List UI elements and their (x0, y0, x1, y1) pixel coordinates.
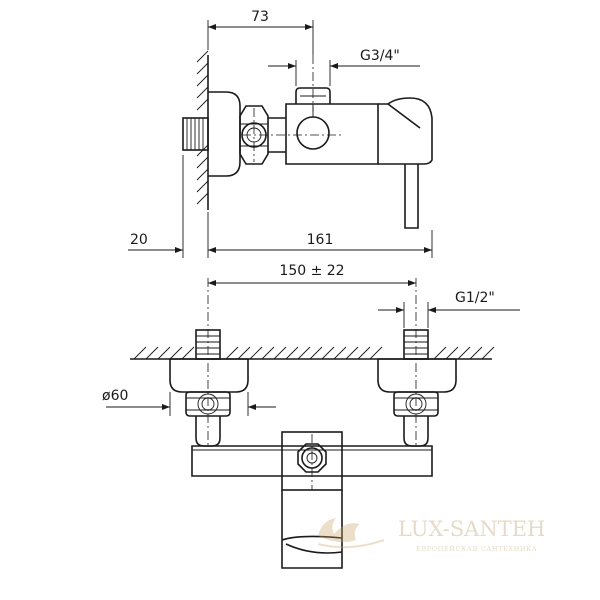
dim-g12: G1/2" (378, 290, 520, 328)
dim-150: 150 ± 22 (208, 263, 416, 286)
watermark-tagline: ЕВРОПЕЙСКАЯ САНТЕХНИКА (416, 544, 537, 553)
dim-g34-label: G3/4" (360, 48, 400, 64)
dim-20-label: 20 (130, 232, 148, 248)
side-view-wall-pipe (182, 117, 209, 151)
front-view-wall (130, 346, 495, 360)
front-view-lever (281, 490, 343, 569)
front-view-right-supply (377, 329, 457, 447)
dim-150-label: 150 ± 22 (279, 263, 344, 279)
dim-d60-label: ø60 (102, 388, 128, 404)
dim-g12-label: G1/2" (455, 290, 495, 306)
watermark-swirl-icon (318, 518, 360, 543)
watermark-brand: LUX-SANTEH (398, 517, 545, 541)
dim-73-label: 73 (251, 9, 269, 25)
dim-161-label: 161 (307, 232, 334, 248)
side-view: 73 G3/4" 20 161 (128, 9, 433, 258)
dim-g34: G3/4" (268, 48, 420, 86)
side-view-lever (378, 97, 433, 229)
side-view-body (285, 103, 379, 165)
dim-d60: ø60 (102, 388, 276, 416)
side-view-elbow (268, 117, 286, 153)
front-view-body (191, 445, 433, 477)
dim-161: 161 (207, 212, 433, 258)
watermark-logo: LUX-SANTEH ЕВРОПЕЙСКАЯ САНТЕХНИКА (317, 517, 545, 553)
side-view-rosette (208, 91, 241, 177)
front-view: 150 ± 22 G1/2" ø60 (102, 263, 520, 569)
dim-20: 20 (128, 155, 184, 258)
dim-73: 73 (207, 9, 314, 55)
